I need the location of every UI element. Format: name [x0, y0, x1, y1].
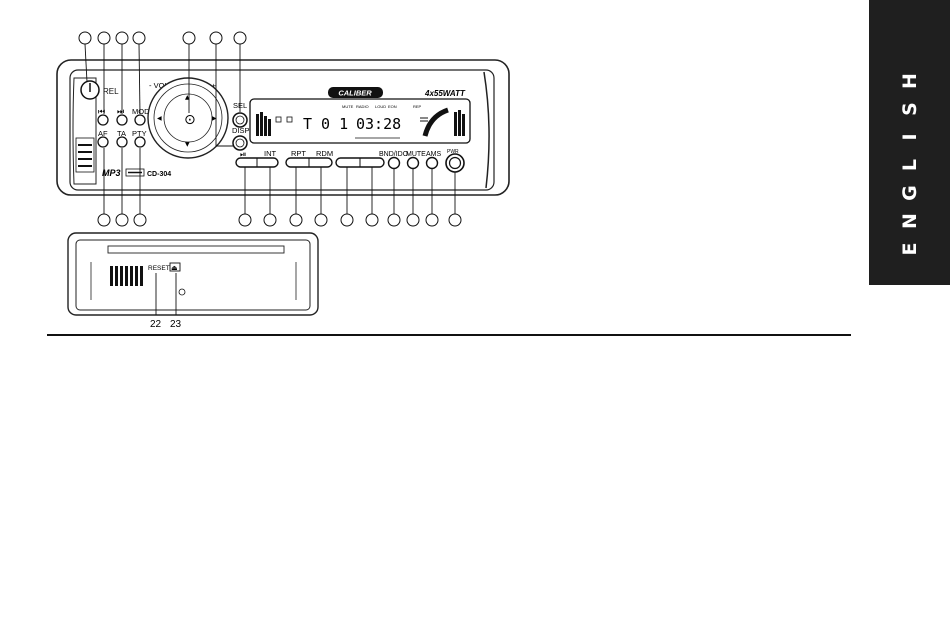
language-letter: H — [899, 70, 921, 92]
sel-button[interactable] — [233, 113, 247, 127]
indicator-radio: RADIO — [356, 104, 369, 109]
mute-button[interactable] — [408, 158, 419, 169]
indicator-eon: EON — [388, 104, 397, 109]
indicator-loud: LOUD — [375, 104, 386, 109]
stripe-logo — [126, 169, 144, 176]
compact-disc-logo — [76, 138, 94, 172]
callout-marker — [133, 32, 145, 44]
callout-marker — [449, 214, 461, 226]
callout-marker — [234, 32, 246, 44]
ta-button[interactable] — [117, 137, 127, 147]
power-button[interactable] — [446, 154, 464, 172]
disc-icon — [287, 117, 292, 122]
bottom-callouts — [98, 214, 461, 226]
ams-button[interactable] — [427, 158, 438, 169]
callout-23: 23 — [170, 319, 182, 330]
release-knob[interactable] — [81, 81, 99, 99]
language-letter: G — [899, 182, 921, 204]
language-tab-text: H S I L G N E — [869, 0, 950, 285]
reset-label: RESET — [148, 265, 170, 272]
language-letter: E — [899, 238, 921, 260]
callout-marker — [239, 214, 251, 226]
indicator-mute: MUTE — [342, 104, 354, 109]
callout-marker — [79, 32, 91, 44]
rdm-label: RDM — [316, 149, 333, 158]
track-readout: T 0 1 — [303, 115, 348, 133]
language-tab: H S I L G N E — [869, 0, 950, 285]
reset-hole[interactable] — [179, 289, 185, 295]
language-letter: N — [899, 210, 921, 232]
callout-marker — [264, 214, 276, 226]
time-readout: 03:28 — [356, 115, 401, 133]
callout-marker — [116, 32, 128, 44]
model-badge: CD-304 — [147, 171, 171, 178]
callout-marker — [388, 214, 400, 226]
mod-button[interactable] — [135, 115, 145, 125]
top-callouts — [79, 32, 246, 44]
next-track-button[interactable] — [117, 115, 127, 125]
callout-marker — [341, 214, 353, 226]
front-panel: REL ⏮ ⏭ MOD AF TA PTY MP3 CD-304 - VOLUM… — [57, 60, 509, 195]
eject-icon: ⏏ — [171, 264, 178, 272]
callout-marker — [134, 214, 146, 226]
callout-marker — [98, 214, 110, 226]
brand-logo: CALIBER — [338, 89, 372, 98]
callout-marker — [98, 32, 110, 44]
svg-text:▼: ▼ — [185, 141, 190, 148]
language-letter: L — [899, 154, 921, 176]
prev-track-button[interactable] — [98, 115, 108, 125]
chassis-view: RESET ⏏ — [68, 233, 318, 315]
language-letter: S — [899, 98, 921, 120]
mp3-logo: MP3 — [102, 168, 121, 178]
callout-22: 22 — [150, 319, 162, 330]
folder-icon — [276, 117, 281, 122]
disp-button[interactable] — [233, 136, 247, 150]
eject-button[interactable]: ⏏ — [170, 263, 180, 272]
rpt-label: RPT — [291, 149, 306, 158]
svg-text:⊙: ⊙ — [184, 112, 196, 128]
indicator-rep: REP — [413, 104, 422, 109]
disp-label: DISP — [232, 126, 250, 135]
bnd-ido-button[interactable] — [389, 158, 400, 169]
callout-marker — [407, 214, 419, 226]
callout-marker — [290, 214, 302, 226]
ams-label: AMS — [426, 151, 442, 158]
callout-marker — [116, 214, 128, 226]
callout-marker — [183, 32, 195, 44]
callout-marker — [366, 214, 378, 226]
callout-marker — [426, 214, 438, 226]
callout-marker — [315, 214, 327, 226]
svg-text:◀: ◀ — [157, 115, 162, 122]
af-button[interactable] — [98, 137, 108, 147]
int-label: INT — [264, 149, 277, 158]
pty-button[interactable] — [135, 137, 145, 147]
mute-label: MUTE — [406, 151, 426, 158]
horizontal-rule — [47, 334, 851, 336]
power-rating: 4x55WATT — [424, 89, 466, 98]
language-letter: I — [899, 126, 921, 148]
rel-label: REL — [103, 87, 119, 96]
callout-marker — [210, 32, 222, 44]
